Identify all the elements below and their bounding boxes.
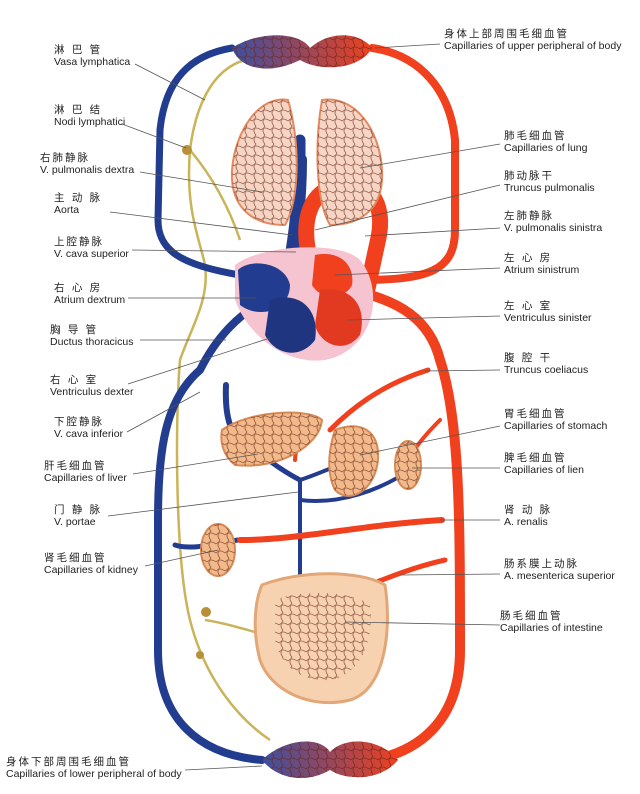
label-en: Truncus pulmonalis (504, 182, 595, 195)
lymph-node-upper (182, 145, 192, 155)
label-capillaries-upper-body: 身体上部周围毛细血管 Capillaries of upper peripher… (444, 28, 621, 52)
label-en: Capillaries of lien (504, 464, 584, 477)
label-zh: 淋 巴 管 (54, 44, 103, 56)
label-zh: 肾 动 脉 (504, 504, 553, 516)
label-en: Nodi lymphatici (54, 116, 126, 129)
label-nodi-lymphatici: 淋 巴 结 Nodi lymphatici (54, 104, 125, 128)
label-capillaries-of-kidney: 肾毛细血管 Capillaries of kidney (44, 552, 138, 576)
label-a-renalis: 肾 动 脉 A. renalis (504, 504, 552, 528)
label-en: Capillaries of lung (504, 142, 588, 155)
label-en: Capillaries of intestine (500, 622, 603, 635)
label-zh: 上腔静脉 (54, 236, 104, 248)
label-ductus-thoracicus: 胸 导 管 Ductus thoracicus (50, 324, 133, 348)
label-en: Capillaries of upper peripheral of body (444, 40, 622, 53)
label-capillaries-of-lung: 肺毛细血管 Capillaries of lung (504, 130, 587, 154)
label-en: V. pulmonalis dextra (40, 164, 135, 177)
left-ventricle (315, 289, 362, 346)
label-en: V. cava inferior (54, 428, 124, 441)
label-zh: 主 动 脉 (54, 192, 103, 204)
label-zh: 门 静 脉 (54, 504, 103, 516)
label-en: A. renalis (504, 516, 548, 529)
label-zh: 肠毛细血管 (500, 610, 563, 622)
label-en: Ventriculus dexter (50, 386, 134, 399)
label-ventriculus-sinister: 左 心 室 Ventriculus sinister (504, 300, 592, 324)
label-capillaries-of-intestine: 肠毛细血管 Capillaries of intestine (500, 610, 603, 634)
label-zh: 肠系膜上动脉 (504, 558, 579, 570)
label-capillaries-of-liver: 肝毛细血管 Capillaries of liver (44, 460, 127, 484)
label-zh: 胸 导 管 (50, 324, 99, 336)
label-en: Aorta (54, 204, 80, 217)
label-zh: 肺动脉干 (504, 170, 554, 182)
right-ventricle (265, 297, 316, 353)
label-en: Truncus coeliacus (504, 364, 589, 377)
label-atrium-dextrum: 右 心 房 Atrium dextrum (54, 282, 125, 306)
label-aorta: 主 动 脉 Aorta (54, 192, 102, 216)
label-v-cava-superior: 上腔静脉 V. cava superior (54, 236, 129, 260)
label-zh: 肺毛细血管 (504, 130, 567, 142)
label-capillaries-lower-body: 身体下部周围毛细血管 Capillaries of lower peripher… (6, 756, 182, 780)
label-vasa-lymphatica: 淋 巴 管 Vasa lymphatica (54, 44, 130, 68)
label-v-pulmonalis-dextra: 右肺静脉 V. pulmonalis dextra (40, 152, 134, 176)
label-en: V. cava superior (54, 248, 129, 261)
label-zh: 右肺静脉 (40, 152, 90, 164)
label-zh: 左肺静脉 (504, 210, 554, 222)
lymph-node-lower (201, 607, 211, 617)
label-zh: 肾毛细血管 (44, 552, 107, 564)
label-v-pulmonalis-sinistra: 左肺静脉 V. pulmonalis sinistra (504, 210, 602, 234)
label-en: Atrium sinistrum (504, 264, 580, 277)
label-en: Capillaries of stomach (504, 420, 608, 433)
label-ventriculus-dexter: 右 心 室 Ventriculus dexter (50, 374, 133, 398)
label-zh: 下腔静脉 (54, 416, 104, 428)
label-zh: 右 心 室 (50, 374, 99, 386)
label-v-portae: 门 静 脉 V. portae (54, 504, 102, 528)
label-v-cava-inferior: 下腔静脉 V. cava inferior (54, 416, 123, 440)
label-zh: 脾毛细血管 (504, 452, 567, 464)
label-en: Atrium dextrum (54, 294, 126, 307)
label-en: Capillaries of kidney (44, 564, 138, 577)
label-capillaries-of-stomach: 胃毛细血管 Capillaries of stomach (504, 408, 607, 432)
label-a-mesenterica-superior: 肠系膜上动脉 A. mesenterica superior (504, 558, 615, 582)
label-en: Capillaries of liver (44, 472, 127, 485)
label-zh: 胃毛细血管 (504, 408, 567, 420)
label-zh: 淋 巴 结 (54, 104, 103, 116)
label-en: V. pulmonalis sinistra (504, 222, 603, 235)
label-truncus-pulmonalis: 肺动脉干 Truncus pulmonalis (504, 170, 595, 194)
label-en: A. mesenterica superior (504, 570, 615, 583)
label-en: Vasa lymphatica (54, 56, 131, 69)
leader-lines (107, 43, 501, 771)
label-zh: 腹 腔 干 (504, 352, 553, 364)
label-truncus-coeliacus: 腹 腔 干 Truncus coeliacus (504, 352, 588, 376)
label-atrium-sinistrum: 左 心 房 Atrium sinistrum (504, 252, 579, 276)
label-en: Capillaries of lower peripheral of body (6, 768, 182, 781)
label-zh: 右 心 房 (54, 282, 103, 294)
label-zh: 身体上部周围毛细血管 (444, 28, 569, 40)
label-zh: 左 心 房 (504, 252, 553, 264)
heart (235, 247, 374, 361)
label-en: Ductus thoracicus (50, 336, 134, 349)
label-en: Ventriculus sinister (504, 312, 592, 325)
label-zh: 肝毛细血管 (44, 460, 107, 472)
left-atrium (312, 254, 353, 297)
label-capillaries-of-lien: 脾毛细血管 Capillaries of lien (504, 452, 584, 476)
lymph-node-low2 (196, 651, 204, 659)
label-en: V. portae (54, 516, 96, 529)
label-zh: 左 心 室 (504, 300, 553, 312)
label-zh: 身体下部周围毛细血管 (6, 756, 131, 768)
